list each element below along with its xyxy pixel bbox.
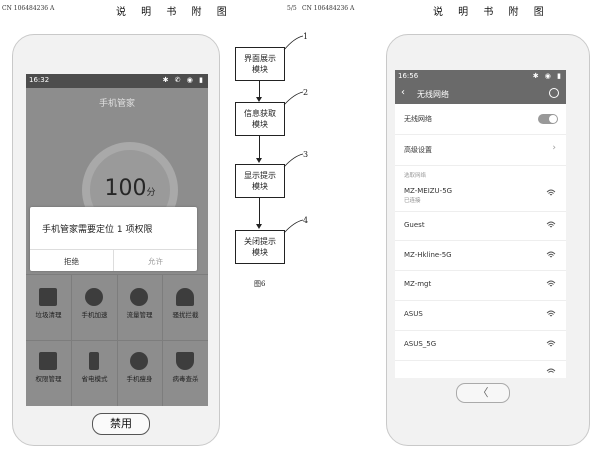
flow-number: 4: [303, 216, 309, 225]
data-usage-icon: [130, 288, 148, 306]
nav-title: 无线网络: [417, 90, 449, 99]
network-item[interactable]: Guest: [395, 221, 566, 235]
grid-item-trash-clean[interactable]: 垃圾清理: [26, 282, 71, 342]
umbrella-icon: [176, 288, 194, 306]
grid-item-speed-up[interactable]: 手机加速: [72, 282, 117, 342]
network-item[interactable]: MZ-Hkline-5G: [395, 251, 566, 265]
home-back-button[interactable]: 〈: [456, 383, 510, 403]
left-publication-number: CN 106484236 A: [2, 5, 55, 12]
wifi-icon: [546, 368, 556, 373]
back-arrow-icon[interactable]: ‹: [401, 87, 405, 98]
wifi-toggle[interactable]: [538, 114, 558, 124]
shield-icon: [176, 352, 194, 370]
figure-caption: 图6: [254, 280, 266, 288]
wifi-toggle-row[interactable]: 无线网络: [395, 114, 566, 128]
divider: [395, 330, 566, 331]
grid-line: [71, 274, 72, 406]
disable-button[interactable]: 禁用: [92, 413, 150, 435]
dialog-message: 手机管家需要定位 1 项权限: [42, 225, 153, 235]
network-item[interactable]: MZ-mgt: [395, 280, 566, 294]
advanced-settings-row[interactable]: 高级设置 ›: [404, 143, 556, 154]
divider: [395, 134, 566, 135]
status-icons: ✱ ◉ ▮: [532, 72, 563, 80]
status-bar: 16:32 ✱ ✆ ◉ ▮: [26, 74, 208, 88]
right-publication-number: CN 106484236 A: [302, 5, 355, 12]
broom-icon: [39, 288, 57, 306]
flow-arrowhead: [256, 158, 262, 163]
network-item[interactable]: MZ-MEIZU-5G 已连接: [395, 187, 566, 207]
grid-item-phone-slim[interactable]: 手机瘦身: [117, 346, 162, 406]
grid-item-data-usage[interactable]: 流量管理: [117, 282, 162, 342]
divider: [395, 165, 566, 166]
nav-bar: ‹ 无线网络: [395, 84, 566, 104]
wifi-locked-icon: [546, 189, 556, 196]
network-item-partial[interactable]: [395, 368, 566, 378]
flow-arrow: [259, 136, 260, 158]
flow-number: 1: [303, 32, 309, 41]
flow-box-show-prompt: 显示提示 模块: [235, 164, 285, 198]
flow-arrow: [259, 198, 260, 224]
flow-number: 2: [303, 88, 309, 97]
network-item[interactable]: ASUS_5G: [395, 340, 566, 354]
phone-right-screen: 16:56 ✱ ◉ ▮ ‹ 无线网络 无线网络 高级设置 › 选取网络 MZ-M…: [395, 70, 566, 378]
speedometer-icon: [85, 288, 103, 306]
divider: [395, 270, 566, 271]
battery-icon: [89, 352, 99, 370]
deny-button[interactable]: 拒绝: [64, 257, 79, 266]
wifi-icon: [546, 221, 556, 228]
divider: [395, 211, 566, 212]
lock-icon: [39, 352, 57, 370]
grid-item-harassment-block[interactable]: 骚扰拦截: [163, 282, 208, 342]
left-page-title: 说 明 书 附 图: [116, 7, 233, 18]
flow-box-close-prompt: 关闭提示 模块: [235, 230, 285, 264]
refresh-icon[interactable]: [549, 88, 559, 98]
divider: [395, 360, 566, 361]
status-bar: 16:56 ✱ ◉ ▮: [395, 70, 566, 84]
score-value: 100分: [104, 176, 156, 201]
flow-arrowhead: [256, 97, 262, 102]
status-icons: ✱ ✆ ◉ ▮: [162, 76, 205, 84]
wifi-locked-icon: [546, 251, 556, 258]
wifi-locked-icon: [546, 280, 556, 287]
allow-button[interactable]: 允许: [148, 257, 163, 266]
right-page-title: 说 明 书 附 图: [433, 7, 550, 18]
flow-arrowhead: [256, 224, 262, 229]
grid-item-permission-manage[interactable]: 权限管理: [26, 346, 71, 406]
grid-item-power-saving[interactable]: 省电模式: [72, 346, 117, 406]
app-title: 手机管家: [98, 99, 135, 109]
flow-box-info-acquire: 信息获取 模块: [235, 102, 285, 136]
pie-icon: [130, 352, 148, 370]
dialog-divider: [113, 249, 114, 271]
grid-line: [162, 274, 163, 406]
permission-dialog: 手机管家需要定位 1 项权限 拒绝 允许: [30, 207, 197, 271]
status-time: 16:56: [398, 72, 419, 80]
network-item[interactable]: ASUS: [395, 310, 566, 324]
divider: [395, 300, 566, 301]
grid-item-virus-scan[interactable]: 病毒查杀: [163, 346, 208, 406]
grid-line: [117, 274, 118, 406]
wifi-locked-icon: [546, 310, 556, 317]
flow-leader-lines: [283, 35, 304, 234]
status-time: 16:32: [29, 76, 50, 84]
page-number: 5/5: [287, 5, 297, 12]
section-header: 选取网络: [404, 173, 427, 179]
flow-number: 3: [303, 150, 309, 159]
wifi-locked-icon: [546, 340, 556, 347]
flow-arrow: [259, 81, 260, 97]
chevron-right-icon: ›: [552, 143, 556, 153]
divider: [395, 240, 566, 241]
flow-box-interface-display: 界面展示 模块: [235, 47, 285, 81]
